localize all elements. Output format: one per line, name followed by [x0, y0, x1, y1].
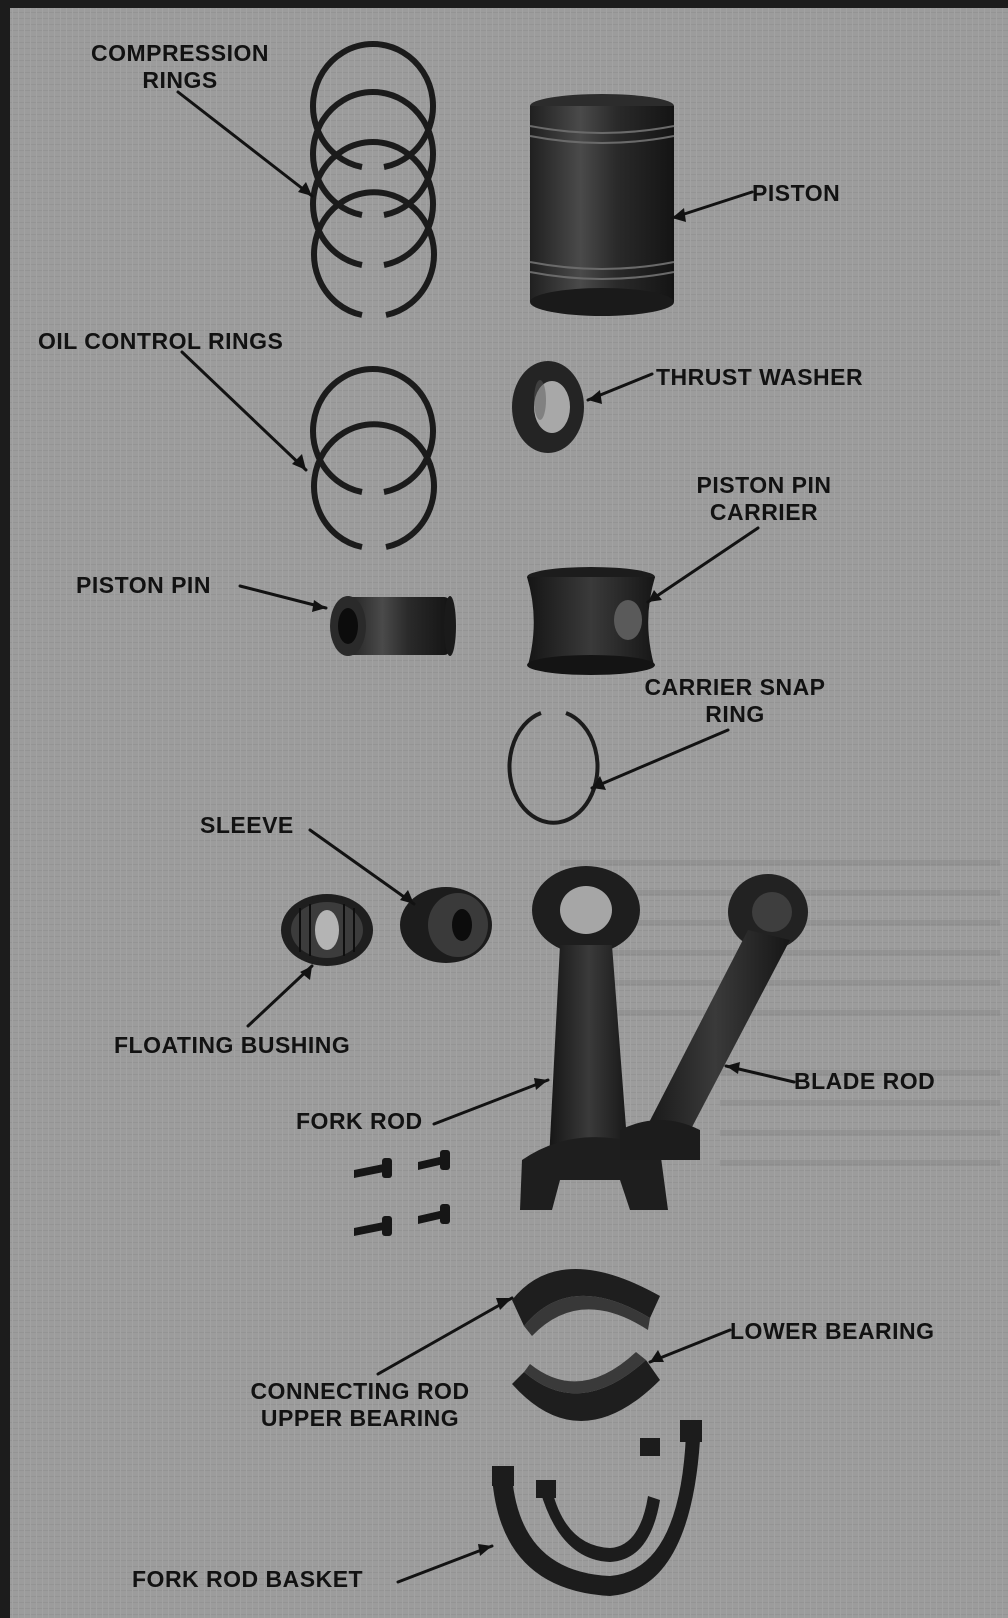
piston-pin: [330, 596, 456, 656]
label-floating-bushing: FLOATING BUSHING: [114, 1032, 350, 1059]
label-thrust-washer: THRUST WASHER: [656, 364, 863, 391]
label-piston-pin-carrier: PISTON PIN CARRIER: [672, 472, 856, 526]
left-page-edge: [0, 0, 10, 1618]
floating-bushing: [281, 894, 373, 966]
label-oil-control-rings: OIL CONTROL RINGS: [38, 328, 283, 355]
label-blade-rod: BLADE ROD: [794, 1068, 935, 1095]
label-fork-rod: FORK ROD: [296, 1108, 423, 1135]
label-connecting-rod-upper-bearing: CONNECTING ROD UPPER BEARING: [232, 1378, 488, 1432]
top-page-edge: [0, 0, 1008, 8]
label-fork-rod-basket: FORK ROD BASKET: [132, 1566, 363, 1593]
sleeve: [400, 887, 492, 963]
label-sleeve: SLEEVE: [200, 812, 294, 839]
label-compression-rings: COMPRESSION RINGS: [80, 40, 280, 94]
label-piston-pin: PISTON PIN: [76, 572, 211, 599]
label-lower-bearing: LOWER BEARING: [730, 1318, 935, 1345]
piston-pin-carrier: [527, 567, 655, 675]
thrust-washer: [512, 361, 584, 453]
label-piston: PISTON: [752, 180, 840, 207]
label-carrier-snap-ring: CARRIER SNAP RING: [630, 674, 840, 728]
piston: [530, 94, 674, 316]
